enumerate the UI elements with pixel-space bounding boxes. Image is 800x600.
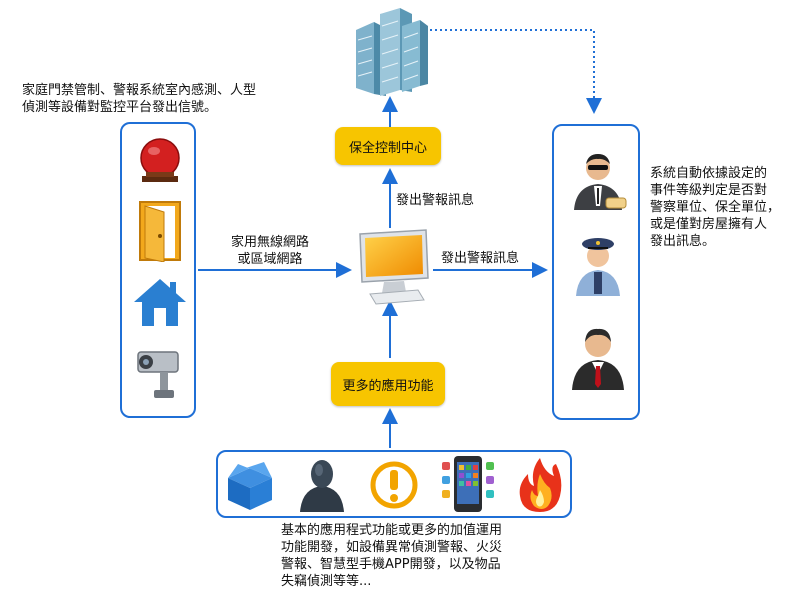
device-panel: [120, 122, 196, 418]
person-silhouette-icon: [300, 460, 344, 512]
network-label: 家用無線網路 或區域網路: [230, 235, 309, 267]
right-caption: 系統自動依據設定的 事件等級判定是否對 警察單位、保全單位， 或是僅對房屋擁有人…: [650, 166, 781, 249]
send-alarm-label-up: 發出警報訊息: [396, 193, 475, 208]
recipient-panel: [552, 124, 640, 420]
more-functions-box: 更多的應用功能: [331, 362, 445, 406]
door-icon: [139, 201, 181, 262]
alarm-bell-icon: [140, 138, 180, 182]
send-alarm-label-right: 發出警報訊息: [441, 251, 520, 266]
package-box-icon: [228, 462, 272, 510]
left-caption: 家庭門禁管制、警報系統室內感測、人型 偵測等設備對監控平台發出信號。: [22, 83, 257, 115]
bottom-caption: 基本的應用程式功能或更多的加值運用 功能開發，如設備異常偵測警報、火災 警報、智…: [281, 523, 503, 589]
security-guard-icon: [574, 154, 627, 210]
application-panel: [216, 450, 572, 518]
smartphone-apps-icon: [442, 456, 494, 512]
homeowner-icon: [572, 328, 624, 390]
security-camera-icon: [137, 351, 179, 398]
home-icon: [134, 279, 186, 326]
building-icon: [356, 8, 428, 96]
monitor-icon: [359, 229, 429, 305]
police-officer-icon: [576, 238, 620, 296]
security-control-center: 保全控制中心: [335, 127, 441, 165]
alert-icon: [370, 461, 418, 509]
fire-icon: [519, 458, 562, 512]
dotted-arrow-building-to-right: [430, 29, 602, 114]
